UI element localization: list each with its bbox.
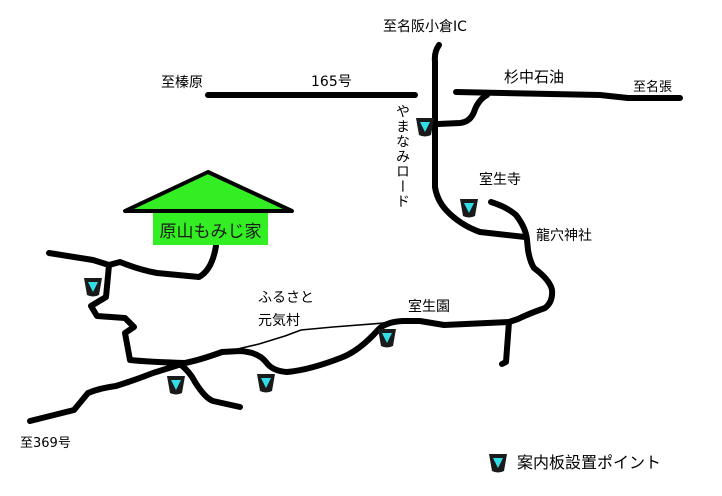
- murouen-road: [88, 243, 512, 375]
- muroji-road: [488, 199, 556, 325]
- label-to-nabari: 至名張: [633, 80, 673, 95]
- dead-end-road: [499, 319, 512, 367]
- label-to-haibara: 至榛原: [161, 75, 203, 91]
- signboard-marker-icon: [167, 376, 185, 395]
- signboard-marker-icon: [378, 329, 396, 348]
- label-muroji: 室生寺: [479, 172, 521, 188]
- label-furusato-line2: 元気村: [258, 313, 300, 329]
- label-yamanami-road: やまなみロード: [394, 104, 410, 209]
- label-suginaka-oil: 杉中石油: [504, 68, 565, 86]
- label-murouen: 室生園: [408, 299, 450, 315]
- signboard-marker-icon: [460, 199, 478, 218]
- house-roof-icon: [123, 170, 294, 213]
- label-furusato-line1: ふるさと: [258, 290, 314, 306]
- suginaka-road: [453, 89, 683, 101]
- label-ryuketsu-shrine: 龍穴神社: [536, 228, 592, 244]
- signboard-marker-icon: [416, 118, 434, 137]
- yamanami-road: [431, 42, 528, 240]
- label-route-165: 165号: [311, 74, 352, 90]
- south-spur-road: [177, 361, 243, 410]
- furusato-path: [228, 322, 385, 352]
- legend-signboard-marker-icon: [489, 454, 507, 473]
- left-tail-road: [46, 250, 112, 268]
- signboard-marker-icon: [257, 374, 275, 393]
- label-to-route-369: 至369号: [20, 436, 71, 451]
- legend-label: 案内板設置ポイント: [517, 453, 662, 472]
- signboard-marker-icon: [84, 278, 102, 297]
- label-to-meihan-ogura-ic: 至名阪小倉IC: [383, 19, 467, 35]
- destination-label: 原山もみじ家: [153, 213, 268, 245]
- route-369-road: [27, 360, 188, 424]
- branch-road: [435, 92, 490, 127]
